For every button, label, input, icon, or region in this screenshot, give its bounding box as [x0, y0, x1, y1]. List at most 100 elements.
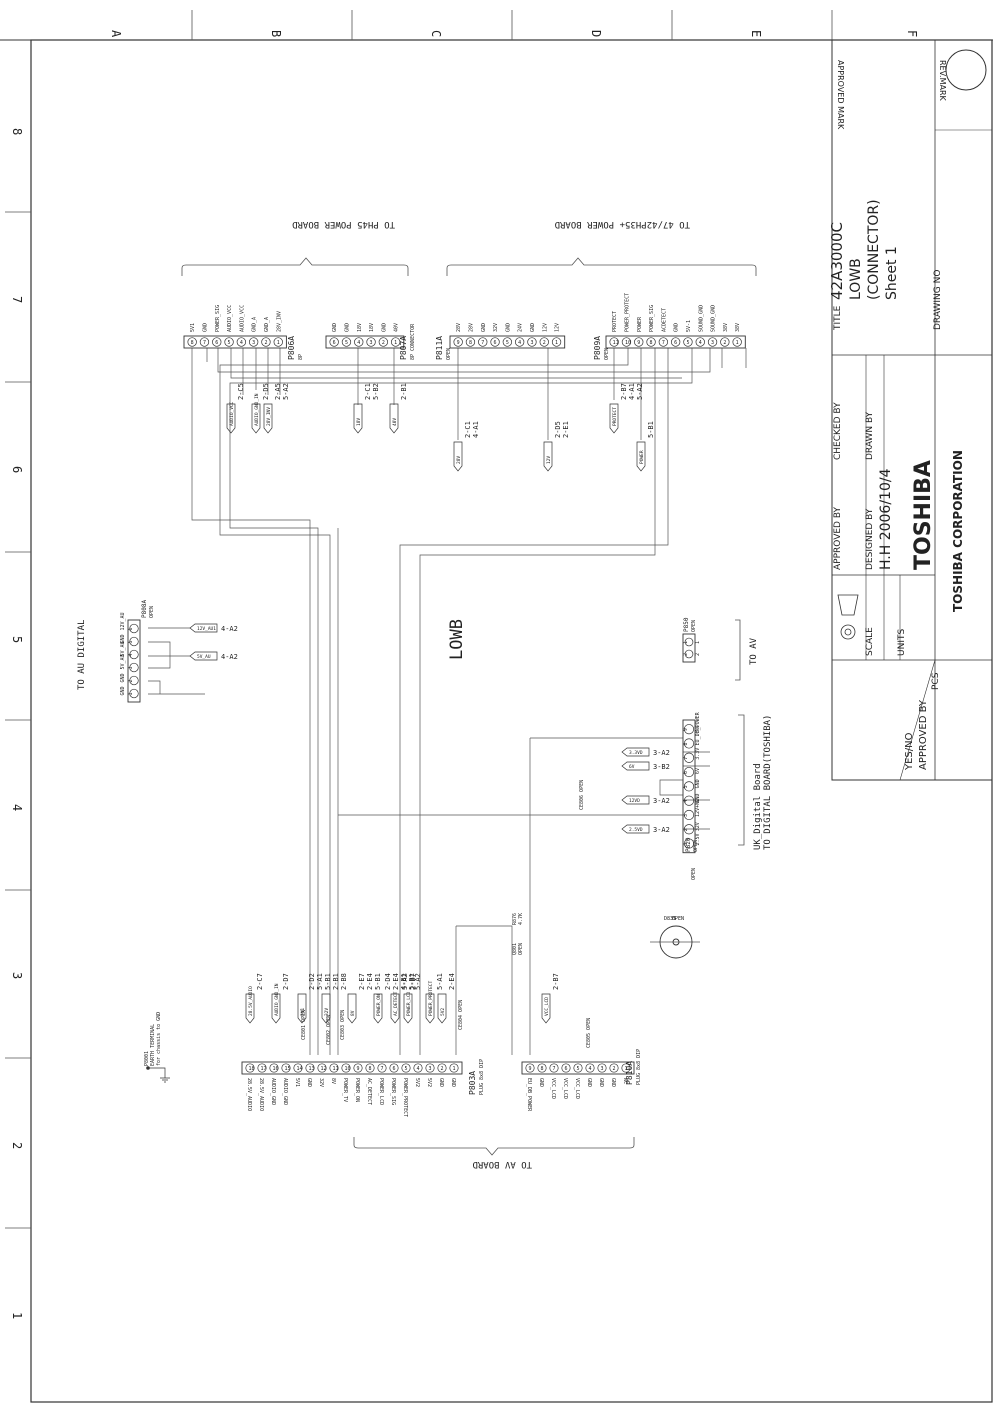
brace-lines — [181, 257, 757, 1156]
p811a-pin-label: 12V — [555, 323, 561, 332]
net-tag-label: POWER_LCD — [406, 991, 412, 1016]
net-tag-label: 28V_INV — [266, 407, 272, 426]
p808a-pin-label: GND — [120, 673, 126, 682]
grid-row-label: 1 — [10, 1312, 24, 1319]
net-tag-label: PROTECT — [612, 407, 618, 426]
p806a-pin-label: GND_A — [252, 317, 258, 332]
grid-row-label: 6 — [10, 466, 24, 473]
title-label: TITLE — [833, 305, 843, 331]
p803a-pin-label: POWER_LCD — [378, 1078, 384, 1105]
net-tag-shape — [621, 761, 650, 771]
p809a-pin-label: 38V — [723, 323, 729, 332]
p850-sub: OPEN — [691, 620, 697, 632]
p807a-pin-number: 1 — [394, 340, 397, 346]
p806a-pin-label: POWER_SIG — [215, 305, 221, 332]
p810a-pin-label: GND — [538, 1078, 544, 1087]
net-tag-ref: 5-B1 — [647, 421, 655, 438]
p811a-pin — [465, 337, 476, 347]
p850-pin — [684, 637, 694, 647]
company-name: TOSHIBA CORPORATION — [951, 450, 965, 612]
designed-by-value: H.H 2006/10/4 — [878, 468, 894, 570]
net-tag-ref: 2-B1 — [400, 383, 408, 400]
p811a-pin-number: 4 — [518, 340, 521, 346]
net-tag-label: 5V2 — [440, 1008, 446, 1016]
net-tag-shape — [373, 993, 383, 1024]
ce-label: CE801 OPEN — [301, 1010, 307, 1040]
p808a-pin-label: 5V_AU — [120, 654, 126, 669]
ce-label: CE806 OPEN — [579, 780, 585, 810]
grid-col-label: F — [905, 30, 919, 37]
p850-name: P850 — [683, 617, 690, 632]
grid-col-label: E — [749, 30, 763, 37]
net-tag-shape — [347, 993, 357, 1024]
p810a-connector: 9EU_DB_POWER8GND7VCC_LCD6VCC_LCD5VCC_LCD… — [521, 1049, 642, 1112]
p806a-pin-number: 4 — [240, 340, 243, 346]
net-tag-ref: 2-E4 — [366, 973, 374, 990]
p807a-sub: 8P CONNECTOR — [410, 323, 416, 360]
net-tag-ref: 2-D5 — [554, 421, 562, 438]
net-tag-shape — [297, 993, 307, 1024]
p811a-pin-number: 3 — [530, 340, 533, 346]
net-tag-ref: 2-C1 — [364, 383, 372, 400]
p803a-pin-label: 28.5V_AUDIO — [246, 1078, 252, 1111]
p807a-pin — [378, 337, 389, 347]
p803a-pin — [437, 1063, 447, 1073]
title-sub: (CONNECTOR) — [866, 199, 882, 300]
p810a-pin-number: 8 — [541, 1066, 544, 1072]
p803a-pin-label: 5V1 — [294, 1078, 300, 1087]
p809a-pin-number: 9 — [637, 340, 640, 346]
ce-label: CE803 OPEN — [340, 1010, 346, 1040]
p808a-pin-label: 5V_AU — [120, 641, 126, 656]
net-tag-ref: 4-A2 — [221, 625, 238, 633]
p806a-pin-number: 7 — [203, 340, 206, 346]
p806a-pin-number: 3 — [252, 340, 255, 346]
p803a-pin-label: POWER_TV — [342, 1078, 348, 1102]
net-tag-ref: 2-C1 — [464, 421, 472, 438]
d835-sub: OPEN — [672, 916, 684, 922]
p803a-pin-number: 3 — [429, 1066, 432, 1072]
toshiba-logo: TOSHIBA — [911, 460, 936, 570]
grid-row-label: 2 — [10, 1142, 24, 1149]
net-tag-shape — [226, 403, 236, 434]
p803a-pin-number: 16 — [273, 1066, 279, 1072]
p850-pin-number: 1 — [683, 641, 689, 644]
net-tag-label: 12V_AU1 — [197, 626, 216, 632]
p806a-body — [183, 335, 287, 349]
brace-label-digital-1: UK_Digital Board — [753, 763, 763, 850]
p810a-sub: PLUG 8x8 DIP — [636, 1049, 642, 1085]
net-tag-shape — [321, 993, 331, 1024]
grid-row-label: 3 — [10, 972, 24, 979]
net-tag-ref: 5-A2 — [414, 973, 422, 990]
p806a-pin-number: 8 — [191, 340, 194, 346]
p811a-pin — [478, 337, 488, 347]
brace-label-top-left: TO PH45 POWER BOARD — [292, 219, 395, 229]
grid-row-label: 7 — [10, 296, 24, 303]
net-tag-ref: 2-B7 — [409, 973, 417, 990]
p809a-name: P809A — [593, 336, 602, 360]
p806a-connector: 85V17GND6POWER_SIG5AUDIO_VCC4AUDIO_VCC3G… — [183, 305, 304, 360]
net-tag-shape — [403, 993, 413, 1024]
net-tag-ref: 5-A2 — [636, 383, 644, 400]
p811a-pin-label: 32V — [493, 323, 499, 332]
p820-pin-number: 1 — [683, 843, 689, 846]
net-tag-label: 6V — [629, 764, 635, 770]
p820-name: P820 — [685, 837, 692, 852]
net-tag-label: 32V — [324, 1008, 330, 1016]
designed-by-label: DESIGNED BY — [865, 508, 875, 570]
p803a-pin-label: 32V — [318, 1078, 324, 1087]
p803a-pin — [341, 1063, 351, 1073]
net-tag-ref: 2-D4 — [384, 973, 392, 990]
p809a-pin-number: 6 — [674, 340, 677, 346]
p811a-pin-number: 7 — [481, 340, 484, 346]
p820-pin-label: GND — [695, 779, 701, 788]
p8001-sub: EARTH TERMINAL — [150, 1024, 156, 1066]
drawing-no-label: DRAWING NO — [933, 270, 943, 330]
